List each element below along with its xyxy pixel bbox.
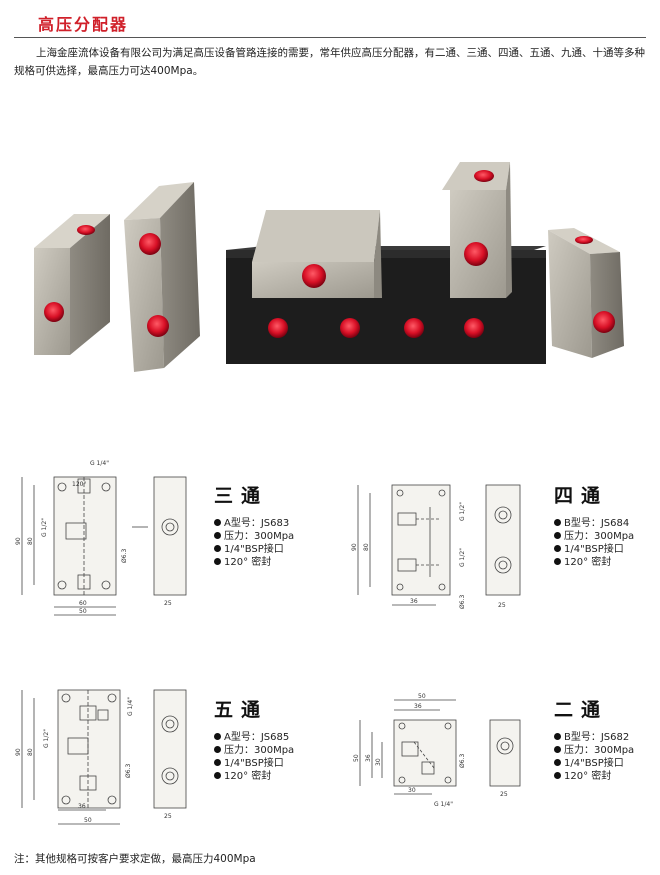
dim-dia: Ø6.3 <box>125 764 132 778</box>
spec-row: B型号：JS684 <box>554 517 634 530</box>
spec-row: 1/4"BSP接口 <box>554 757 634 770</box>
bullet-icon <box>214 746 221 753</box>
dim-g-side: G 1/2" <box>41 518 48 537</box>
dim-angle: 120° <box>72 481 86 488</box>
bullet-icon <box>214 772 221 779</box>
block-tall <box>124 182 200 372</box>
bullet-icon <box>214 532 221 539</box>
spec-four-way: 四通 B型号：JS684 压力：300Mpa 1/4"BSP接口 120° 密封 <box>554 485 634 569</box>
footer-note: 注：其他规格可按客户要求定做，最高压力400Mpa <box>14 853 256 865</box>
product-name: 三通 <box>214 485 269 507</box>
dim-w2: 50 <box>84 817 92 824</box>
product-name: 四通 <box>554 485 609 507</box>
bullet-icon <box>214 558 221 565</box>
product-photo <box>34 162 624 372</box>
bullet-icon <box>554 532 561 539</box>
dim-thick: 25 <box>500 791 508 798</box>
block-upright <box>442 162 512 298</box>
dim-w-bot: 30 <box>408 787 416 794</box>
bullet-icon <box>554 519 561 526</box>
spec-row: 120° 密封 <box>554 770 634 783</box>
title-divider <box>14 37 646 38</box>
dim-w-top: 50 <box>418 693 426 700</box>
spec-row: 1/4"BSP接口 <box>214 543 294 556</box>
bullet-icon <box>214 545 221 552</box>
drawing-four-way: G 1/2" G 1/2" 90 80 36 Ø6.3 25 <box>351 484 521 609</box>
dim-w1: 60 <box>79 600 87 607</box>
bullet-icon <box>554 759 561 766</box>
spec-five-way: 五通 A型号：JS685 压力：300Mpa 1/4"BSP接口 120° 密封 <box>214 699 294 783</box>
dim-h1: 90 <box>351 543 358 551</box>
spec-row: 120° 密封 <box>554 556 634 569</box>
block-top-center <box>252 210 382 298</box>
dim-h2: 36 <box>365 754 372 762</box>
bullet-icon <box>554 733 561 740</box>
dim-thick: 25 <box>498 602 506 609</box>
block-right <box>548 228 624 358</box>
dim-thick: 25 <box>164 600 172 607</box>
spec-row: B型号：JS682 <box>554 731 634 744</box>
page-title: 高压分配器 <box>38 15 129 34</box>
dim-h1: 90 <box>15 537 22 545</box>
spec-row: 压力：300Mpa <box>214 530 294 543</box>
dim-w1: 36 <box>78 803 86 810</box>
bullet-icon <box>554 545 561 552</box>
drawing-three-way: G 1/4" 120° 90 80 G 1/2" 60 50 Ø6.3 25 <box>15 460 187 616</box>
bullet-icon <box>554 772 561 779</box>
block-left <box>34 214 110 355</box>
dim-w-mid: 36 <box>414 703 422 710</box>
dim-g-top: G 1/4" <box>90 460 109 467</box>
dim-dia: Ø6.3 <box>121 549 128 563</box>
dim-dia: Ø6.3 <box>459 595 466 609</box>
spec-row: 1/4"BSP接口 <box>214 757 294 770</box>
spec-two-way: 二通 B型号：JS682 压力：300Mpa 1/4"BSP接口 120° 密封 <box>554 699 634 783</box>
intro-text: 上海金座流体设备有限公司为满足高压设备管路连接的需要，常年供应高压分配器，有二通… <box>14 47 645 77</box>
spec-row: A型号：JS685 <box>214 731 294 744</box>
dim-h2: 80 <box>27 537 34 545</box>
dim-g-top: G 1/4" <box>127 697 134 716</box>
dim-g-side2: G 1/2" <box>459 548 466 567</box>
dim-g-side: G 1/2" <box>43 729 50 748</box>
bullet-icon <box>554 558 561 565</box>
drawing-two-way: 50 36 50 36 30 30 G 1/4" Ø6.3 25 <box>353 693 521 808</box>
spec-three-way: 三通 A型号：JS683 压力：300Mpa 1/4"BSP接口 120° 密封 <box>214 485 294 569</box>
bullet-icon <box>214 733 221 740</box>
spec-row: 压力：300Mpa <box>554 744 634 757</box>
dim-thick: 25 <box>164 813 172 820</box>
dim-h1: 90 <box>15 748 22 756</box>
bullet-icon <box>554 746 561 753</box>
product-name: 二通 <box>554 699 609 721</box>
dim-h1: 50 <box>353 754 360 762</box>
dim-h2: 80 <box>363 543 370 551</box>
spec-row: 120° 密封 <box>214 770 294 783</box>
dim-h2: 80 <box>27 748 34 756</box>
spec-row: 压力：300Mpa <box>554 530 634 543</box>
spec-row: 120° 密封 <box>214 556 294 569</box>
product-name: 五通 <box>214 699 269 721</box>
spec-row: 1/4"BSP接口 <box>554 543 634 556</box>
dim-w2: 50 <box>79 608 87 615</box>
bullet-icon <box>214 759 221 766</box>
dim-h3: 30 <box>375 758 382 766</box>
dim-g-bot: G 1/4" <box>434 801 453 808</box>
dim-dia: Ø6.3 <box>459 754 466 768</box>
dim-w1: 36 <box>410 598 418 605</box>
dim-g-side: G 1/2" <box>459 502 466 521</box>
spec-row: A型号：JS683 <box>214 517 294 530</box>
spec-row: 压力：300Mpa <box>214 744 294 757</box>
bullet-icon <box>214 519 221 526</box>
drawing-five-way: G 1/2" G 1/4" 90 80 36 50 Ø6.3 25 <box>15 689 187 825</box>
